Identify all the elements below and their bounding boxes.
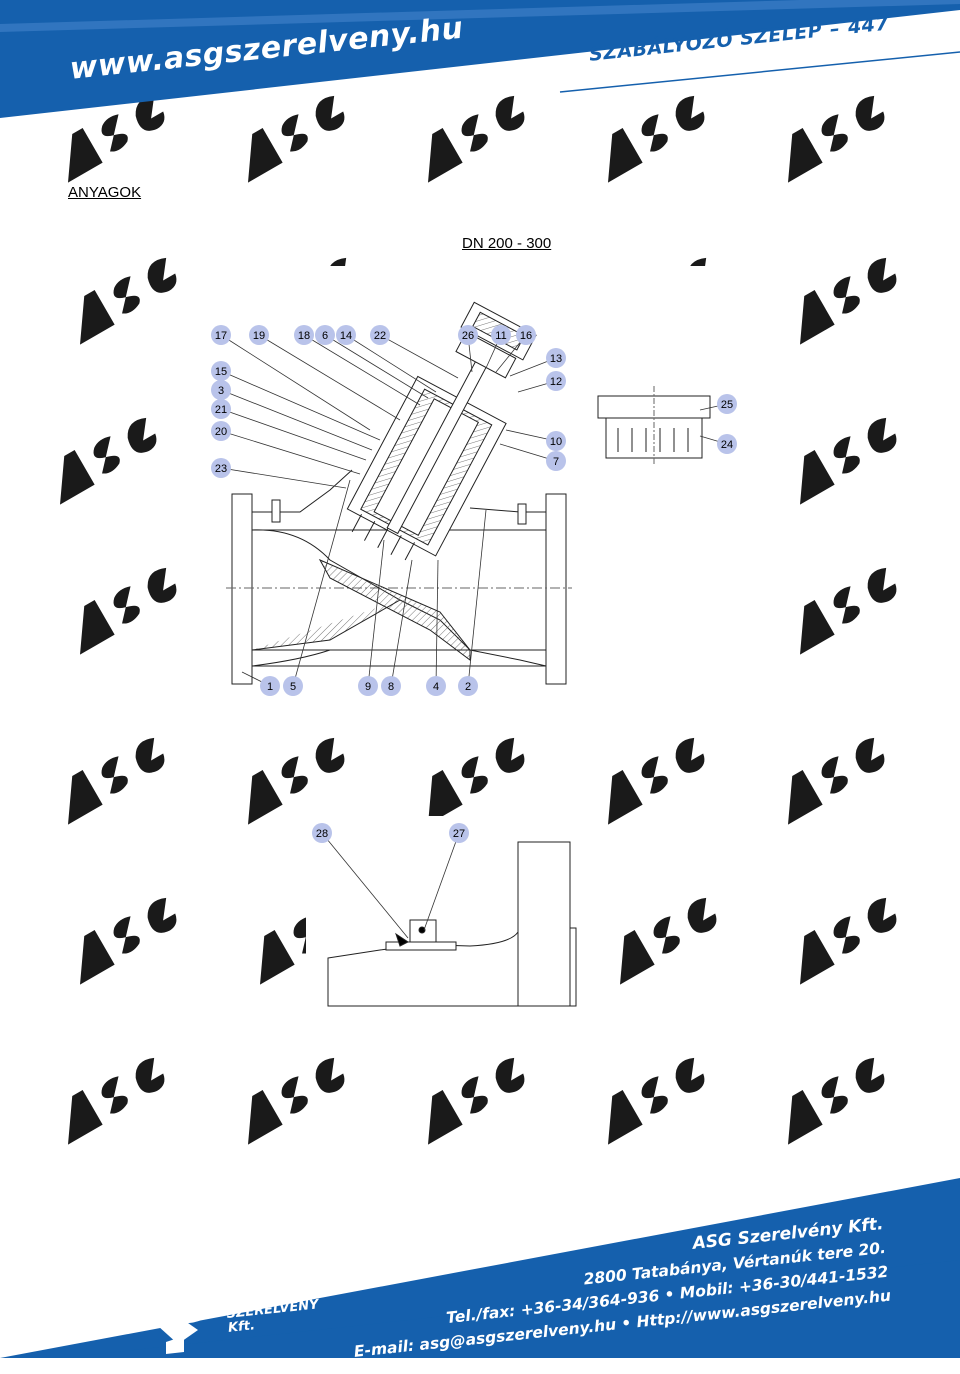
callout: 21 <box>211 399 231 419</box>
header-rule <box>559 51 960 93</box>
callouts-drawing2: 28 27 <box>312 823 469 843</box>
callout-label: 16 <box>520 330 532 342</box>
section-heading: ANYAGOK <box>68 184 142 201</box>
callout: 4 <box>426 676 446 696</box>
callout: 13 <box>546 348 566 368</box>
callout: 16 <box>516 325 536 345</box>
callout-label: 27 <box>453 828 465 840</box>
callout: 28 <box>312 823 332 843</box>
callout: 19 <box>249 325 269 345</box>
callout-label: 24 <box>721 439 733 451</box>
callout-label: 1 <box>267 681 273 693</box>
callout-label: 9 <box>365 681 371 693</box>
callout: 8 <box>381 676 401 696</box>
footer-band-lower <box>60 1260 960 1358</box>
header-band <box>0 0 960 118</box>
callout: 10 <box>546 431 566 451</box>
callout-label: 15 <box>215 366 227 378</box>
callout-label: 3 <box>218 385 224 397</box>
callout: 17 <box>211 325 231 345</box>
callout: 27 <box>449 823 469 843</box>
callout: 23 <box>211 458 231 478</box>
callout-label: 19 <box>253 330 265 342</box>
callout-label: 20 <box>215 426 227 438</box>
callout-label: 14 <box>340 330 352 342</box>
handwheel-outline <box>327 841 577 1007</box>
size-range-heading: DN 200 - 300 <box>462 235 552 252</box>
callout: 11 <box>491 325 511 345</box>
logo-wordmark: ASG <box>84 1269 214 1347</box>
callout-label: 18 <box>298 330 310 342</box>
callout-label: 6 <box>322 330 328 342</box>
callout-label: 17 <box>215 330 227 342</box>
header-stripe <box>0 0 960 32</box>
callout-label: 26 <box>462 330 474 342</box>
callout: 12 <box>546 371 566 391</box>
callout: 5 <box>283 676 303 696</box>
callout: 26 <box>458 325 478 345</box>
callout-label: 28 <box>316 828 328 840</box>
callout-label: 25 <box>721 399 733 411</box>
callout: 22 <box>370 325 390 345</box>
callout-label: 23 <box>215 463 227 475</box>
callout: 2 <box>458 676 478 696</box>
callout-label: 7 <box>553 456 559 468</box>
callout: 20 <box>211 421 231 441</box>
detail-view <box>597 386 711 464</box>
callout-label: 13 <box>550 353 562 365</box>
callout: 3 <box>211 380 231 400</box>
callout-label: 10 <box>550 436 562 448</box>
callout-label: 5 <box>290 681 296 693</box>
callout: 6 <box>315 325 335 345</box>
callout-label: 21 <box>215 404 227 416</box>
callout: 18 <box>294 325 314 345</box>
callout: 25 <box>717 394 737 414</box>
leader-lines-2 <box>321 832 460 939</box>
callout-label: 2 <box>465 681 471 693</box>
callout: 24 <box>717 434 737 454</box>
callout-label: 12 <box>550 376 562 388</box>
callout: 1 <box>260 676 280 696</box>
callout: 9 <box>358 676 378 696</box>
callout: 14 <box>336 325 356 345</box>
callouts-drawing1: 17 19 18 6 14 22 26 11 16 15 3 21 20 23 … <box>211 325 737 696</box>
callout-label: 4 <box>433 681 439 693</box>
callout-label: 8 <box>388 681 394 693</box>
callout: 15 <box>211 361 231 381</box>
callout-label: 22 <box>374 330 386 342</box>
leader-lines <box>220 334 728 687</box>
callout-label: 11 <box>495 330 506 342</box>
callout: 7 <box>546 451 566 471</box>
logo-mark <box>158 1316 198 1354</box>
